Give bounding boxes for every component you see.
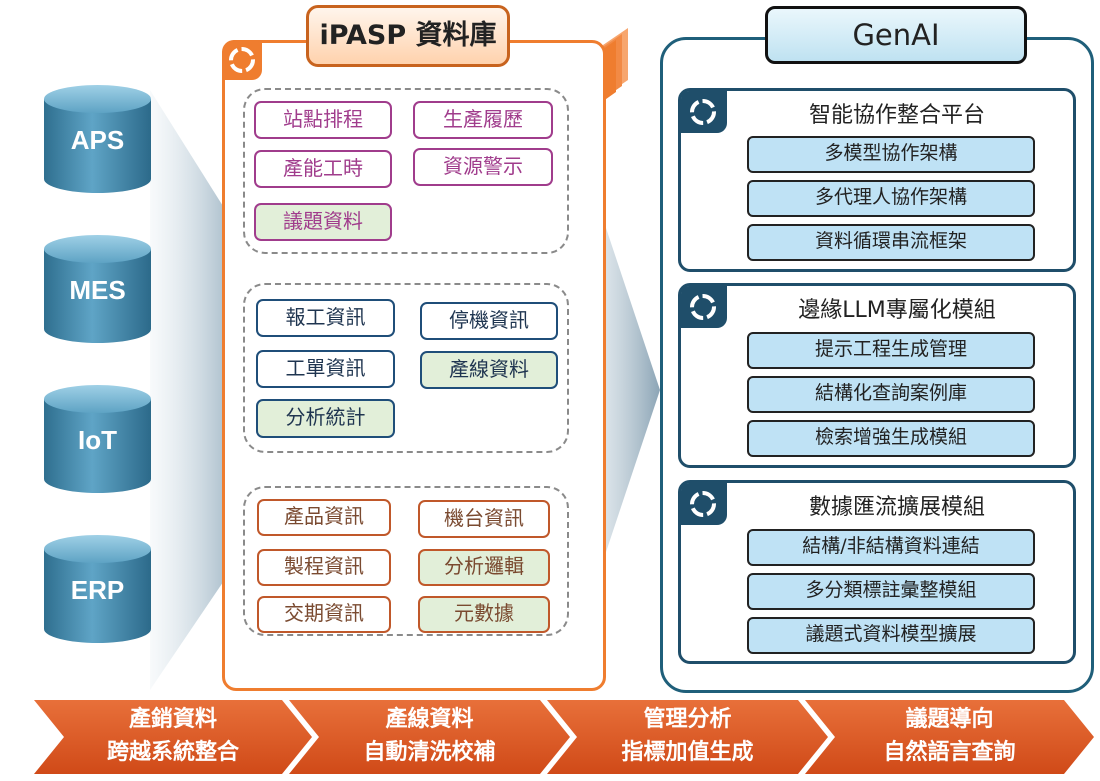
- panel-data-confluence: 數據匯流擴展模組 結構/非結構資料連結 多分類標註彙整模組 議題式資料模型擴展: [678, 480, 1076, 664]
- chip-line-data: 產線資料: [420, 351, 558, 389]
- chevron-text-2: 產線資料 自動清洗校補: [319, 703, 540, 769]
- chip-analysis-stats: 分析統計: [256, 399, 395, 438]
- ipasp-title: iPASP 資料庫: [306, 5, 510, 67]
- database-label: MES: [69, 275, 126, 305]
- panel-logo-box: [681, 286, 727, 328]
- chip-production-history: 生產履歷: [413, 101, 553, 139]
- module-item: 提示工程生成管理: [747, 332, 1035, 369]
- panel-edge-llm: 邊緣LLM專屬化模組 提示工程生成管理 結構化查詢案例庫 檢索增強生成模組: [678, 283, 1076, 468]
- chip-product-info: 產品資訊: [257, 499, 391, 536]
- chip-work-order: 工單資訊: [256, 350, 395, 388]
- chip-delivery-info: 交期資訊: [257, 596, 391, 633]
- module-item: 結構化查詢案例庫: [747, 376, 1035, 413]
- chevron-step-4: [805, 700, 1094, 774]
- database-cylinder-mes: MES: [44, 235, 151, 343]
- cycle-icon: [690, 294, 716, 320]
- module-item: 資料循環串流框架: [747, 224, 1035, 261]
- chevron-line2: 指標加值生成: [621, 740, 754, 765]
- module-item: 檢索增強生成模組: [747, 420, 1035, 457]
- chip-work-report: 報工資訊: [256, 299, 395, 337]
- module-item: 多模型協作架構: [747, 136, 1035, 173]
- ipasp-logo-box: [222, 40, 262, 80]
- database-cylinder-erp: ERP: [44, 535, 151, 643]
- chevron-line2: 自動清洗校補: [363, 740, 496, 765]
- panel-title: 數據匯流擴展模組: [808, 495, 985, 520]
- process-flow-chevrons: [34, 700, 1094, 774]
- chevron-line1: 管理分析: [643, 707, 732, 732]
- chip-station-scheduling: 站點排程: [254, 101, 392, 139]
- panel-collaboration-platform: 智能協作整合平台 多模型協作架構 多代理人協作架構 資料循環串流框架: [678, 88, 1076, 272]
- panel-logo-box: [681, 483, 727, 525]
- chevron-line2: 自然語言查詢: [883, 740, 1016, 765]
- chevron-step-2: [289, 700, 570, 774]
- panel-logo-box: [681, 91, 727, 133]
- cycle-icon: [229, 47, 255, 73]
- ipasp-group-product: [243, 486, 569, 636]
- chip-issue-data: 議題資料: [254, 203, 392, 241]
- chip-machine-info: 機台資訊: [418, 500, 550, 538]
- cycle-icon: [690, 99, 716, 125]
- chevron-step-1: [34, 700, 312, 774]
- chip-analysis-logic: 分析邏輯: [418, 549, 550, 586]
- panel-title: 邊緣LLM專屬化模組: [798, 298, 996, 323]
- chip-capacity-hours: 產能工時: [254, 150, 392, 188]
- chip-metadata: 元數據: [418, 596, 550, 633]
- genai-title: GenAI: [765, 6, 1027, 64]
- chip-process-info: 製程資訊: [257, 549, 391, 586]
- panel-title: 智能協作整合平台: [808, 103, 985, 128]
- chevron-line1: 議題導向: [905, 707, 994, 732]
- chevron-step-3: [547, 700, 828, 774]
- chip-resource-alert: 資源警示: [413, 148, 553, 186]
- chevron-line1: 產銷資料: [128, 707, 217, 732]
- database-label: IoT: [78, 425, 117, 455]
- funnel-arrow-left: [150, 90, 238, 690]
- module-item: 多代理人協作架構: [747, 180, 1035, 217]
- module-item: 議題式資料模型擴展: [747, 617, 1035, 654]
- module-item: 結構/非結構資料連結: [747, 529, 1035, 566]
- ipasp-group-schedule: [243, 88, 569, 254]
- cycle-icon: [690, 491, 716, 517]
- database-cylinder-aps: APS: [44, 85, 151, 193]
- chevron-text-1: 產銷資料 跨越系統整合: [64, 703, 282, 769]
- chevron-text-4: 議題導向 自然語言查詢: [835, 703, 1064, 769]
- database-label: ERP: [70, 575, 125, 605]
- database-label: APS: [70, 125, 125, 155]
- chevron-line1: 產線資料: [385, 707, 474, 732]
- chevron-text-3: 管理分析 指標加值生成: [577, 703, 798, 769]
- database-cylinder-iot: IoT: [44, 385, 151, 493]
- chevron-line2: 跨越系統整合: [106, 740, 239, 765]
- chip-downtime: 停機資訊: [420, 302, 558, 340]
- ipasp-group-line: [243, 283, 569, 453]
- module-item: 多分類標註彙整模組: [747, 573, 1035, 610]
